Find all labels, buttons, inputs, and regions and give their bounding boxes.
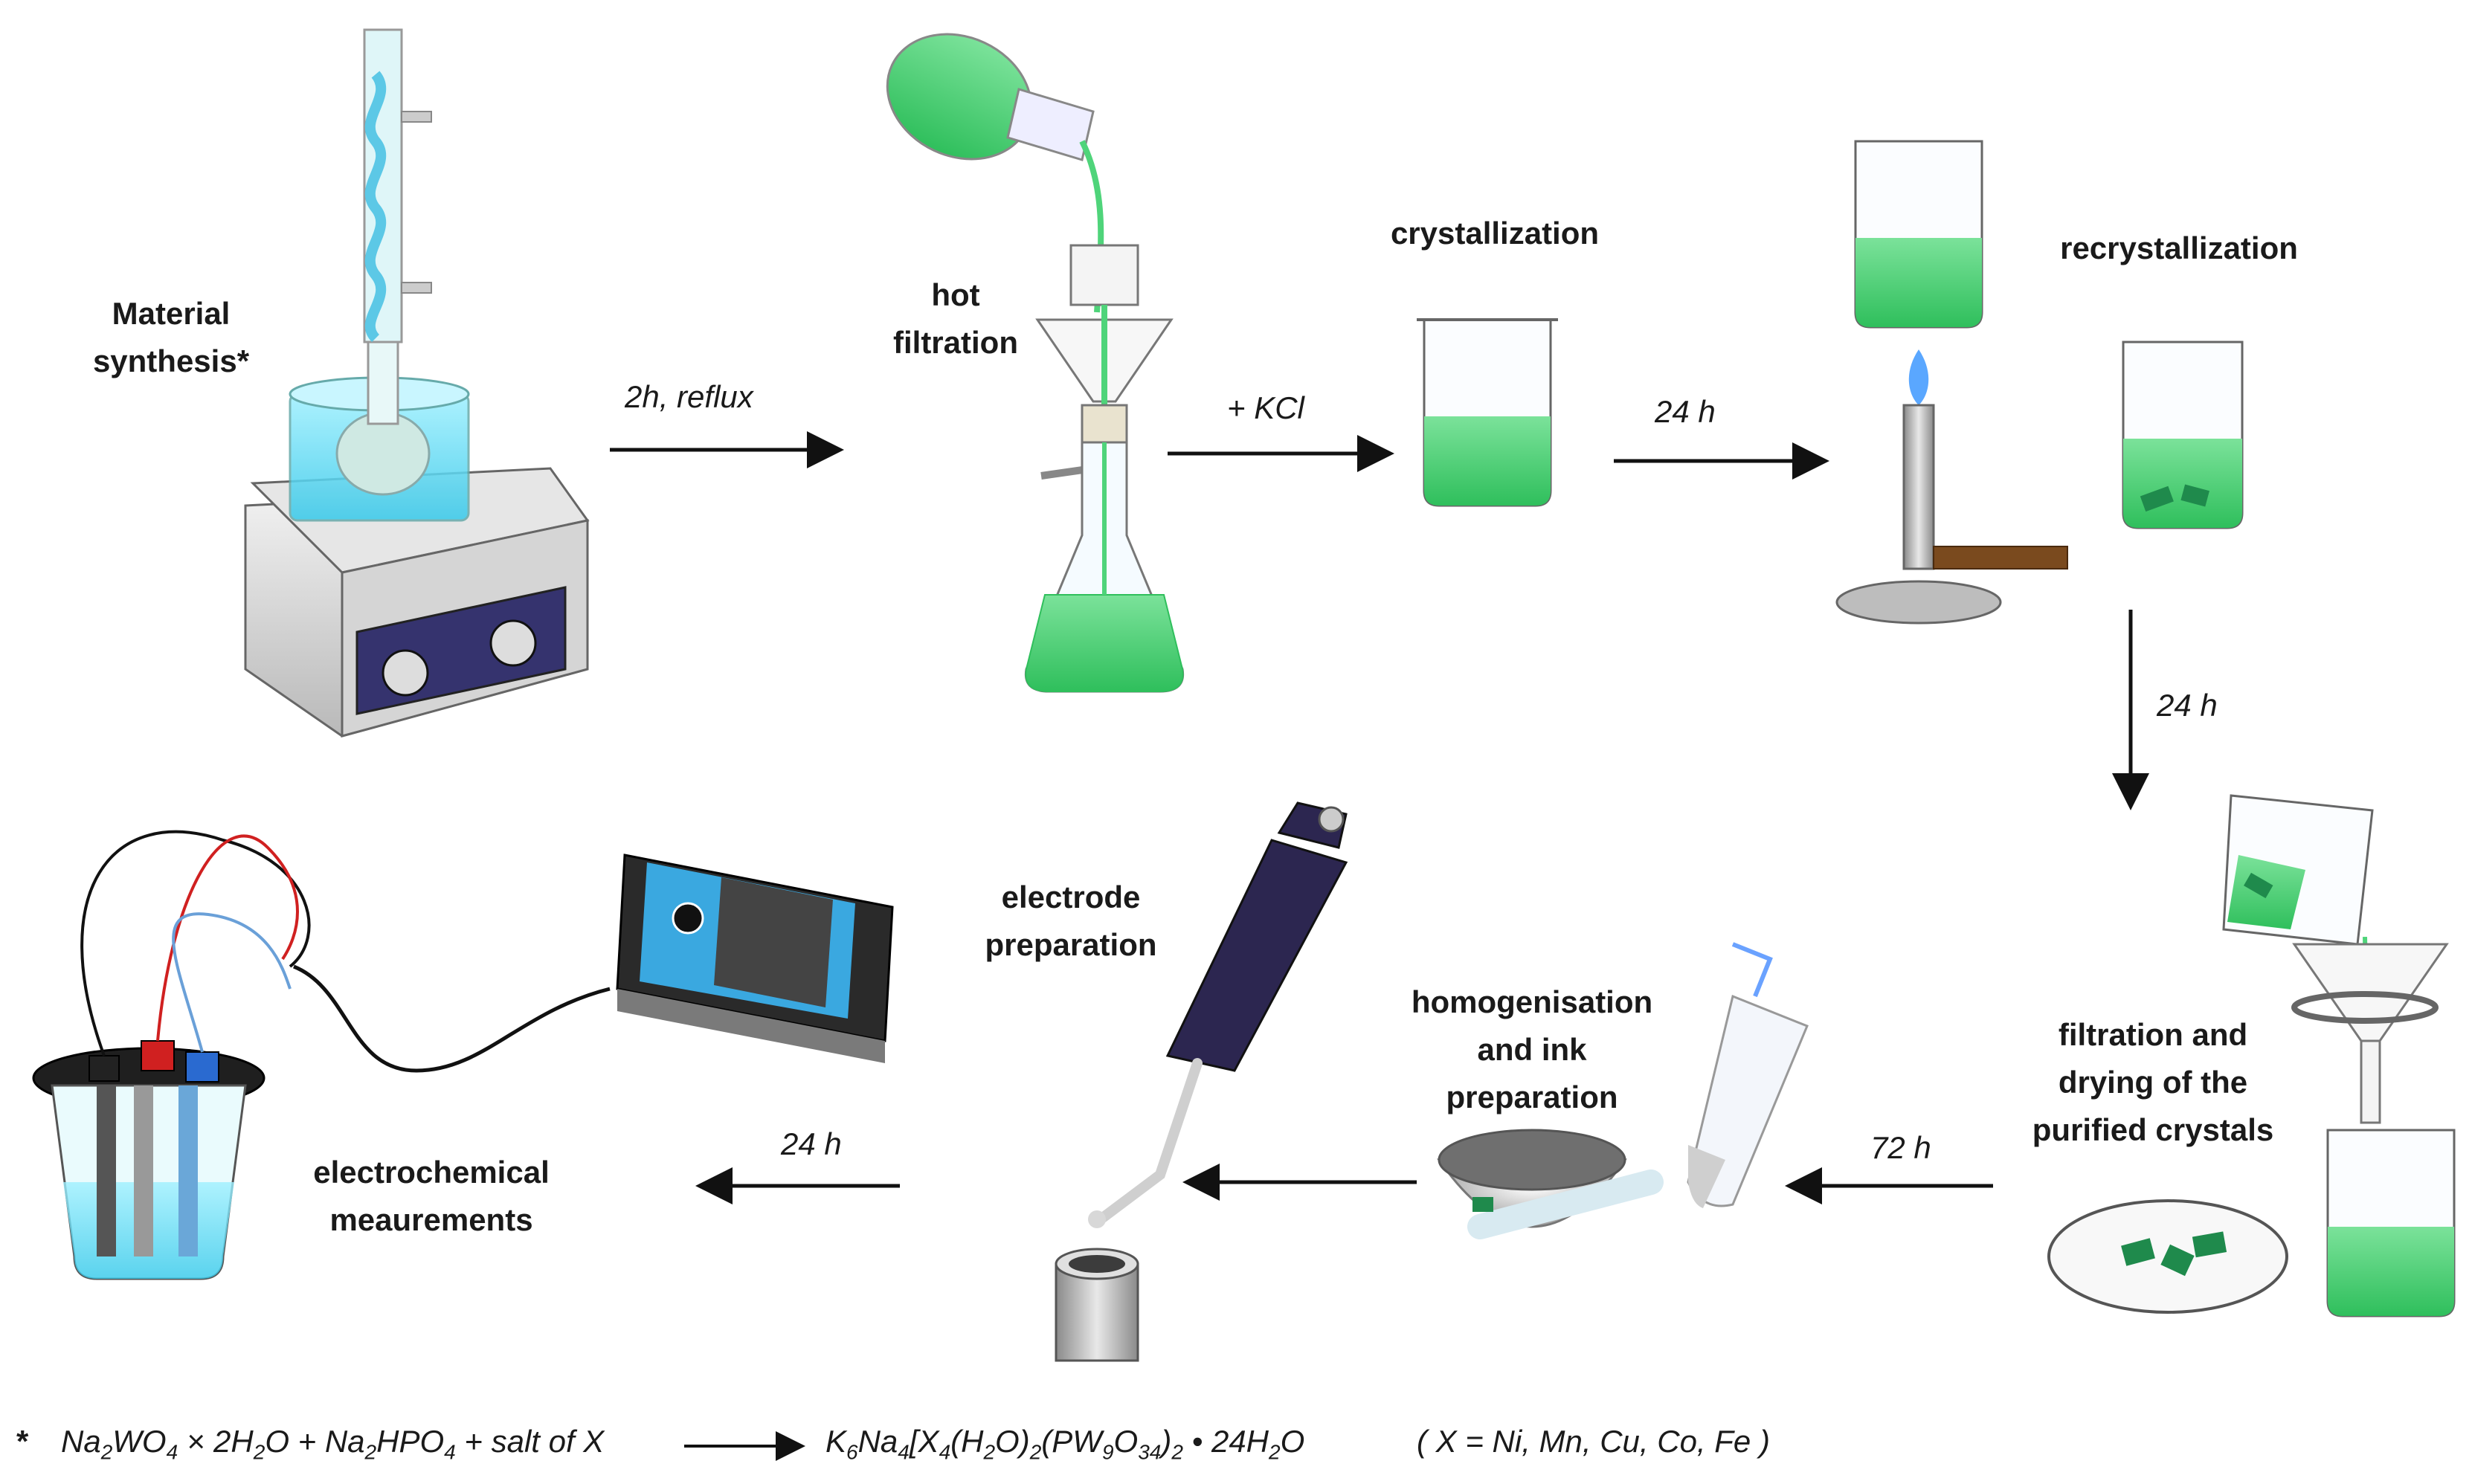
- condition-24h-b: 24 h: [2157, 688, 2218, 723]
- filtration-drying-setup: [2047, 794, 2456, 1317]
- condition-reflux: 2h, reflux: [625, 379, 753, 414]
- power-icon: [672, 902, 704, 935]
- equation-footnote-star: *: [16, 1424, 29, 1459]
- knob-right-icon: [489, 619, 537, 667]
- label-recrystallization: recrystallization: [2060, 230, 2298, 265]
- equation-reactants: Na2WO4 × 2H2O + Na2HPO4 + salt of X: [61, 1424, 605, 1464]
- electrode-prep-setup: [1055, 801, 1348, 1362]
- hot-filtration-setup: [886, 33, 1185, 693]
- knob-left-icon: [382, 649, 429, 697]
- condition-kcl: + KCl: [1227, 390, 1304, 425]
- electrochemical-cell-setup: [32, 830, 894, 1280]
- recrystallization-setup: [1835, 140, 2244, 625]
- equation-x-note: ( X = Ni, Mn, Cu, Co, Fe ): [1417, 1424, 1770, 1459]
- equation-product: K6Na4[X4(H2O)2(PW9O34)2 • 24H2O: [825, 1424, 1305, 1464]
- process-arrows: [610, 431, 2149, 1461]
- condition-24h-a: 24 h: [1655, 394, 1716, 429]
- crystallization-beaker: [1417, 318, 1558, 507]
- condition-24h-c: 24 h: [781, 1126, 842, 1161]
- condition-72h: 72 h: [1870, 1130, 1931, 1165]
- hotplate-reflux-setup: [244, 28, 590, 738]
- label-crystallization: crystallization: [1390, 216, 1600, 251]
- homogenisation-setup: [1437, 942, 1809, 1239]
